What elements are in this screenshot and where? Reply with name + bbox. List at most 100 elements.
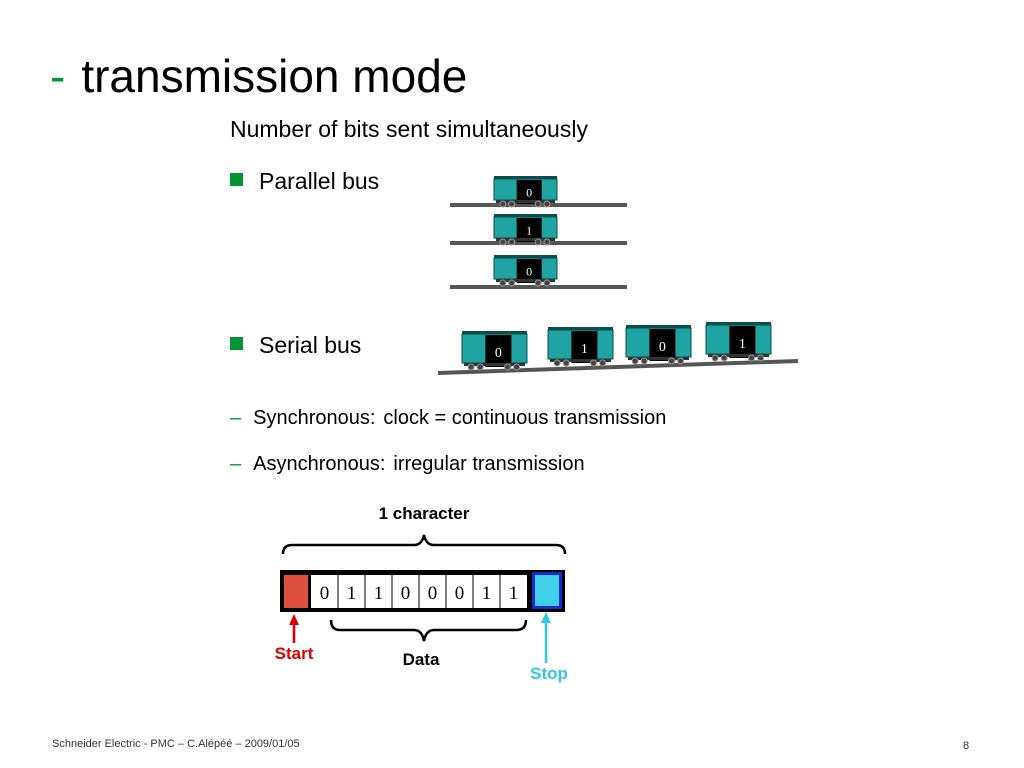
wagon-wheel: [504, 363, 511, 371]
wagon-chassis: [708, 354, 769, 357]
wagon-wheel: [711, 354, 719, 362]
wagon-bit-plate: [485, 335, 512, 367]
wagon-wheel: [677, 357, 685, 365]
wagon: 0: [625, 325, 692, 365]
data-brace: [329, 619, 528, 642]
wagon-wheel: [534, 279, 542, 287]
subbullet-asynchronous: –Asynchronous: irregular transmission: [230, 453, 585, 476]
bullet-parallel: Parallel bus: [230, 168, 379, 195]
title-text: transmission mode: [81, 50, 468, 102]
wagon-bit-plate: [571, 331, 598, 363]
wagon-chassis: [464, 363, 525, 366]
wagon-bit-label: 1: [526, 223, 532, 237]
bullet-square-icon: [230, 173, 243, 186]
wagon-roof: [462, 331, 527, 334]
bullet-serial: Serial bus: [230, 332, 361, 359]
wagon: 1: [493, 214, 558, 246]
wagon-wheel: [513, 363, 521, 371]
footer-text: Schneider Electric - PMC – C.Alépéé – 20…: [52, 738, 300, 750]
bullet-square-icon: [230, 337, 243, 350]
wagon-wheel: [476, 363, 484, 371]
bullet-serial-label: Serial bus: [259, 332, 362, 358]
wagon-bit-label: 0: [659, 340, 666, 355]
wagon: 0: [493, 176, 558, 208]
slide-subtitle: Number of bits sent simultaneously: [230, 116, 588, 142]
wagon: 1: [547, 327, 614, 367]
title-dash: -: [50, 50, 66, 102]
wagon-bit-plate: [729, 326, 756, 358]
wagon-wheel: [508, 279, 516, 287]
wagon-chassis: [496, 238, 555, 241]
wagon-bit-plate: [649, 329, 676, 361]
wagon-wheel: [534, 238, 542, 246]
character-brace: [281, 534, 567, 555]
stop-arrow-head-icon: [541, 612, 551, 623]
bit-cell-value: 0: [320, 583, 330, 604]
wagon-wheel: [499, 200, 507, 208]
bit-cell-value: 1: [509, 583, 519, 604]
stop-label: Stop: [530, 664, 568, 683]
wagon-group: 0 1 0 0 1 0 1: [461, 176, 772, 371]
wagon-chassis: [628, 357, 689, 360]
wagon-roof: [706, 322, 771, 325]
wagon-wheel: [757, 354, 765, 362]
wagon-bit-label: 0: [495, 346, 502, 361]
wagon-bit-label: 0: [526, 185, 532, 199]
wagon-bit-label: 1: [581, 342, 588, 357]
async-text: irregular transmission: [393, 453, 585, 475]
wagon-roof: [548, 327, 613, 330]
sub-dash: –: [230, 407, 242, 429]
wagon-chassis: [496, 200, 555, 203]
start-label: Start: [275, 644, 314, 663]
wagon: 1: [705, 322, 772, 362]
stop-bit-cell: [535, 575, 559, 606]
wagon-roof: [494, 176, 557, 179]
wagon-wheel: [631, 357, 639, 365]
wagon-wheel: [499, 238, 507, 246]
bit-cell-value: 1: [374, 583, 384, 604]
start-bit-cell: [284, 575, 308, 608]
character-label: 1 character: [379, 504, 470, 523]
wagon-wheel: [562, 359, 570, 367]
wagon-wheel: [599, 359, 607, 367]
subbullet-synchronous: –Synchronous:clock = continuous transmis…: [230, 407, 666, 430]
wagon-wheel: [534, 200, 542, 208]
wagon-wheel: [499, 279, 507, 287]
wagon: 0: [461, 331, 528, 371]
wagon-wheel: [543, 238, 551, 246]
wagon-wheel: [668, 357, 675, 365]
wagon-bit-label: 0: [526, 264, 532, 278]
slide-title: -transmission mode: [50, 48, 467, 104]
wagon-chassis: [550, 359, 611, 362]
sub-dash: –: [230, 453, 242, 475]
wagon-roof: [626, 325, 691, 328]
async-label: Asynchronous:: [253, 453, 386, 475]
wagon-wheel: [543, 279, 551, 287]
serial-rail: [437, 359, 799, 375]
wagon-roof: [494, 214, 557, 217]
bit-cell-value: 1: [347, 583, 357, 604]
wagon-bit-label: 1: [739, 337, 746, 352]
wagon: 0: [493, 255, 558, 287]
page-number: 8: [963, 740, 970, 752]
bit-cell-value: 0: [428, 583, 438, 604]
data-label: Data: [403, 650, 440, 669]
bit-cell-value: 0: [455, 583, 465, 604]
wagon-wheel: [590, 359, 597, 367]
sync-text: clock = continuous transmission: [383, 407, 667, 429]
wagon-wheel: [467, 363, 475, 371]
wagon-chassis: [496, 279, 555, 282]
wagon-wheel: [543, 200, 551, 208]
wagon-wheel: [508, 238, 516, 246]
wagon-roof: [494, 255, 557, 258]
bit-cell-value: 0: [401, 583, 411, 604]
wagon-wheel: [640, 357, 648, 365]
bit-cell-value: 1: [482, 583, 492, 604]
wagon-wheel: [748, 354, 755, 362]
wagon-wheel: [553, 359, 561, 367]
bullet-parallel-label: Parallel bus: [259, 168, 380, 194]
wagon-wheel: [508, 200, 516, 208]
